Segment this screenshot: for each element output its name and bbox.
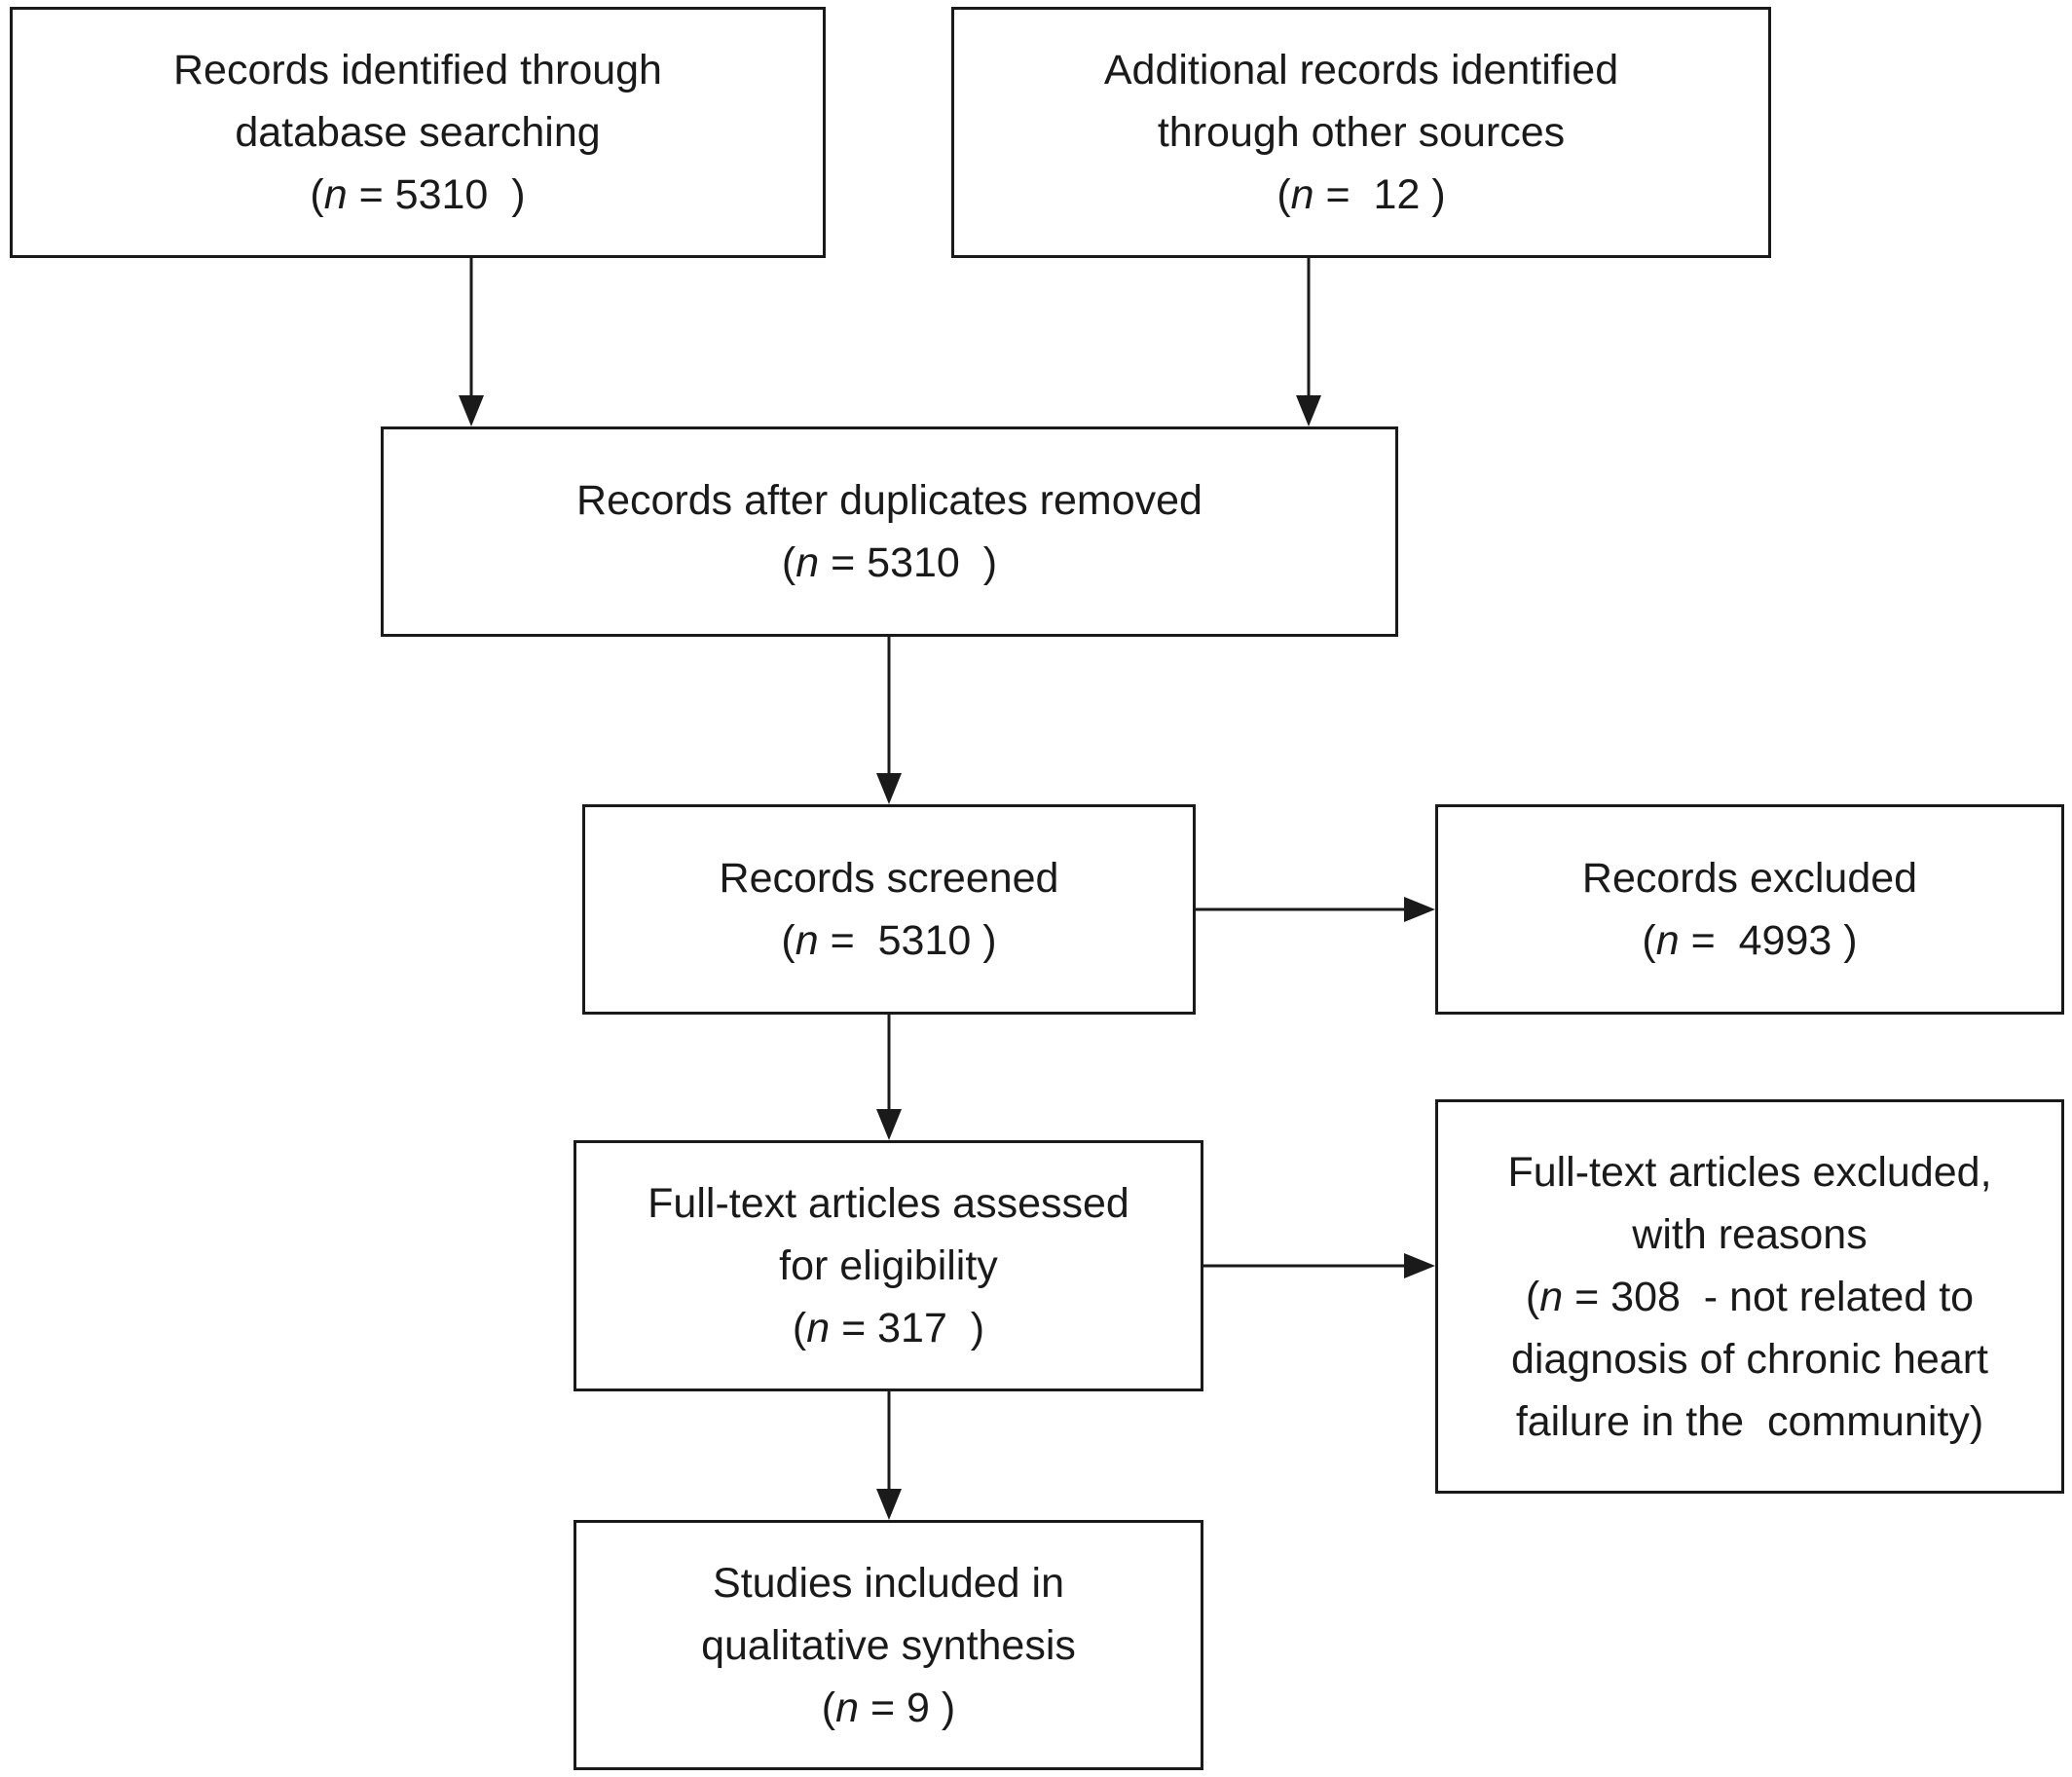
box-records-other-sources: Additional records identified through ot… <box>951 7 1771 258</box>
arrow-database-to-dedup <box>459 258 484 426</box>
arrow-assessed-to-ft-excluded <box>1203 1253 1435 1278</box>
box-text-line: failure in the community) <box>1515 1397 1984 1445</box>
count-value: = 4993 ) <box>1679 917 1858 964</box>
box-text-line: through other sources <box>1157 109 1566 156</box>
count-value: = 9 ) <box>859 1684 956 1731</box>
count-open: ( <box>1525 1273 1540 1320</box>
count-open: ( <box>781 539 796 586</box>
box-text-line: Full-text articles assessed <box>648 1180 1129 1227</box>
count-variable: n <box>1655 917 1680 964</box>
arrow-screened-to-assessed <box>876 1015 902 1140</box>
box-records-after-duplicates: Records after duplicates removed (n = 53… <box>381 426 1398 637</box>
box-text-line: database searching <box>235 109 601 156</box>
box-text-line: qualitative synthesis <box>701 1621 1076 1669</box>
count-variable: n <box>806 1305 831 1351</box>
count-line: (n = 12 ) <box>1276 164 1445 226</box>
count-line: (n = 5310 ) <box>310 164 525 226</box>
count-line: (n = 4993 ) <box>1642 909 1857 972</box>
count-value: = 12 ) <box>1314 171 1446 218</box>
box-records-screened: Records screened (n = 5310 ) <box>582 804 1196 1015</box>
count-value: = 308 - not related to <box>1563 1273 1975 1320</box>
box-text-line: Records screened <box>719 855 1059 902</box>
box-full-text-assessed: Full-text articles assessed for eligibil… <box>574 1140 1203 1391</box>
arrow-assessed-to-included <box>876 1391 902 1520</box>
box-text-line: Records after duplicates removed <box>576 477 1202 524</box>
count-variable: n <box>835 1684 860 1731</box>
box-full-text-excluded: Full-text articles excluded, with reason… <box>1435 1099 2064 1494</box>
count-line: (n = 9 ) <box>822 1677 955 1739</box>
box-text-line: Additional records identified <box>1103 47 1619 93</box>
count-variable: n <box>323 171 348 218</box>
arrow-dedup-to-screened <box>876 637 902 804</box>
count-open: ( <box>792 1305 807 1351</box>
count-value: = 317 ) <box>830 1305 985 1351</box>
count-variable: n <box>795 917 819 964</box>
count-open: ( <box>821 1684 836 1731</box>
count-value: = 5310 ) <box>347 171 526 218</box>
arrow-other-to-dedup <box>1296 258 1321 426</box>
count-line: (n = 5310 ) <box>781 909 996 972</box>
box-studies-included: Studies included in qualitative synthesi… <box>574 1520 1203 1770</box>
count-variable: n <box>1290 171 1314 218</box>
box-text-line: for eligibility <box>779 1242 998 1289</box>
count-open: ( <box>310 171 324 218</box>
count-value: = 5310 ) <box>818 917 997 964</box>
arrow-screened-to-excluded <box>1196 897 1435 922</box>
box-text-line: diagnosis of chronic heart <box>1510 1335 1988 1383</box>
box-text-line: Records identified through <box>173 47 662 93</box>
box-text-line: with reasons <box>1632 1210 1868 1258</box>
count-variable: n <box>796 539 820 586</box>
box-text-line: Studies included in <box>713 1559 1064 1607</box>
count-line: (n = 5310 ) <box>782 532 997 594</box>
box-records-database-search: Records identified through database sear… <box>10 7 826 258</box>
count-variable: n <box>1539 1273 1564 1320</box>
count-line: (n = 317 ) <box>793 1297 984 1359</box>
box-text-line: Records excluded <box>1581 855 1918 902</box>
count-open: ( <box>781 917 796 964</box>
count-open: ( <box>1642 917 1656 964</box>
count-value: = 5310 ) <box>819 539 998 586</box>
count-line: (n = 308 - not related to <box>1526 1266 1974 1328</box>
count-open: ( <box>1276 171 1291 218</box>
box-text-line: Full-text articles excluded, <box>1507 1148 1992 1196</box>
box-records-excluded: Records excluded (n = 4993 ) <box>1435 804 2064 1015</box>
